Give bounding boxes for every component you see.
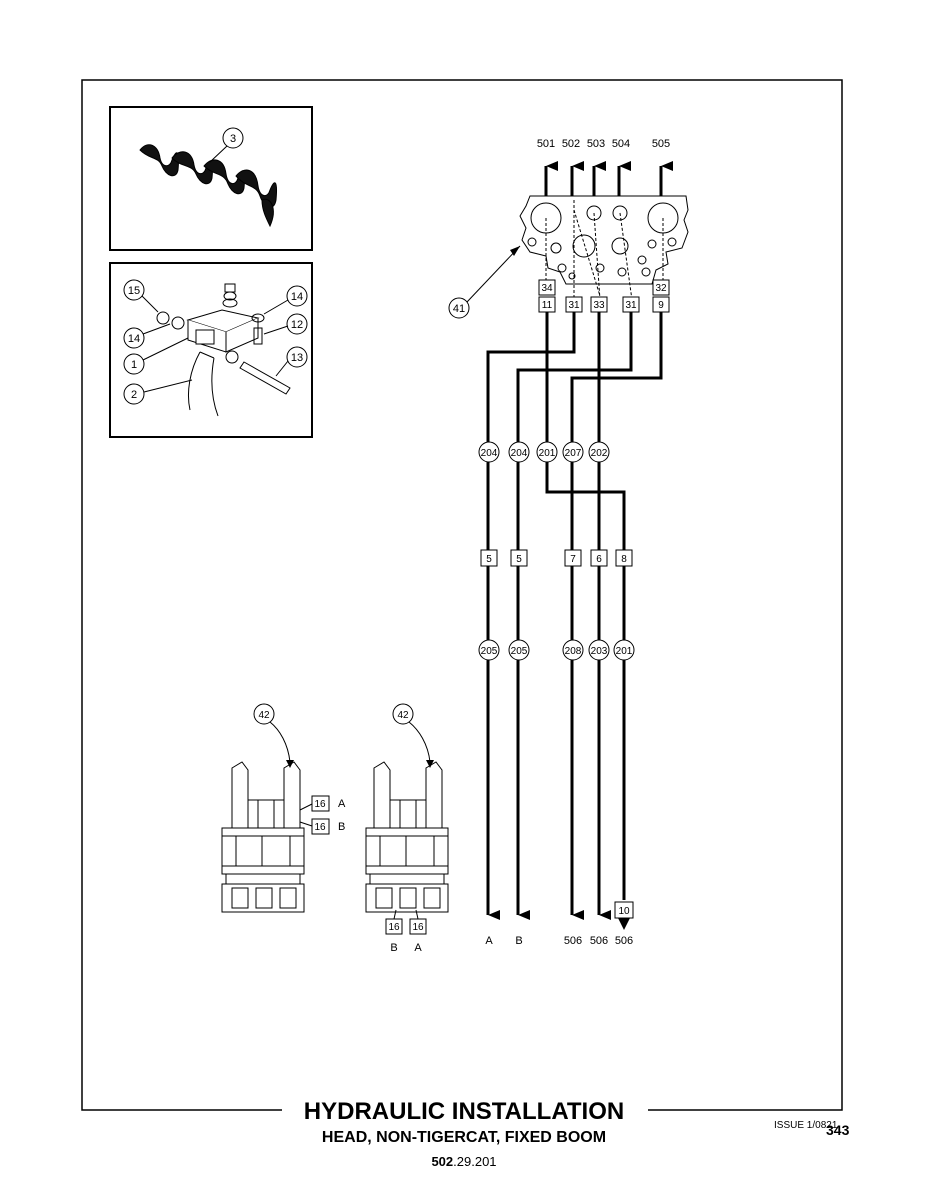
box-10: 10 [618, 906, 630, 917]
hose-205b: 205 [511, 646, 528, 657]
issue-date: ISSUE 1/0821 [774, 1120, 838, 1131]
spiral-wrap-drawing [139, 144, 277, 228]
rotator-bottom-label-b: B [390, 942, 397, 954]
hose-204a: 204 [481, 448, 498, 459]
bracket-callouts: 15 14 1 2 14 12 13 [123, 279, 308, 405]
line-labels-mid: 5 5 7 6 8 [480, 549, 633, 567]
callout-14a: 14 [128, 333, 140, 345]
doc-number: 502.29.201 [431, 1154, 496, 1169]
hose-204b: 204 [511, 448, 528, 459]
bottom-label-b: B [515, 935, 522, 947]
bottom-label-a: A [485, 935, 493, 947]
callout-2: 2 [131, 389, 137, 401]
side-label-b: B [338, 821, 345, 833]
hose-208: 208 [565, 646, 582, 657]
callout-42-right: 42 [397, 710, 409, 721]
hose-207: 207 [565, 448, 582, 459]
valve-block [519, 195, 689, 301]
doc-number-prefix: 502 [431, 1154, 453, 1169]
bracket-drawing [156, 283, 291, 417]
callout-13: 13 [291, 352, 303, 364]
hose-203: 203 [591, 646, 608, 657]
callout-1: 1 [131, 359, 137, 371]
hose-201b: 201 [616, 646, 633, 657]
port-505: 505 [652, 138, 670, 150]
box-16-right-a: 16 [412, 922, 424, 933]
fitting-33: 33 [593, 300, 605, 311]
bottom-label-506a: 506 [564, 935, 582, 947]
box-16-left-b: 16 [314, 822, 326, 833]
fitting-31b: 31 [625, 300, 637, 311]
rotator-left [221, 761, 305, 913]
bottom-label-506c: 506 [615, 935, 633, 947]
fitting-31a: 31 [568, 300, 580, 311]
page-subtitle: HEAD, NON-TIGERCAT, FIXED BOOM [322, 1129, 606, 1146]
port-503: 503 [587, 138, 605, 150]
line-label-7: 7 [570, 554, 576, 565]
port-501: 501 [537, 138, 555, 150]
bottom-port-labels: A B 506 506 506 [485, 935, 633, 947]
fitting-34: 34 [541, 283, 553, 294]
callout-3: 3 [230, 133, 236, 145]
callout-41: 41 [453, 303, 465, 315]
callout-15: 15 [128, 285, 140, 297]
hose-callouts-lower: 205 205 208 203 201 [478, 639, 635, 661]
page-title: HYDRAULIC INSTALLATION [304, 1098, 624, 1125]
inset-mounting-bracket: 15 14 1 2 14 12 13 [109, 262, 313, 438]
rotator-bottom-label-a: A [414, 942, 422, 954]
valve-fittings: 34 11 31 33 31 32 9 [538, 279, 670, 313]
fitting-11: 11 [542, 300, 553, 311]
callout-12: 12 [291, 319, 303, 331]
page-frame [81, 79, 843, 1111]
hose-callouts-upper: 204 204 201 207 202 [478, 441, 610, 463]
inset-spiral-wrap: 3 [109, 106, 313, 251]
hose-lines [486, 312, 663, 920]
box-16-left-a: 16 [314, 799, 326, 810]
side-label-a: A [338, 798, 346, 810]
box-16-right-b: 16 [388, 922, 400, 933]
doc-number-suffix: .29.201 [453, 1154, 496, 1169]
callout-42-left: 42 [258, 710, 270, 721]
line-label-5a: 5 [486, 554, 492, 565]
port-502: 502 [562, 138, 580, 150]
bottom-label-506b: 506 [590, 935, 608, 947]
line-label-6: 6 [596, 554, 602, 565]
line-label-8: 8 [621, 554, 627, 565]
valve-top-ports: 501 502 503 504 505 [537, 138, 673, 196]
page-number: 343 [826, 1122, 850, 1138]
hose-201a: 201 [539, 448, 556, 459]
callout-14b: 14 [291, 291, 303, 303]
hose-205a: 205 [481, 646, 498, 657]
fitting-9: 9 [658, 300, 664, 311]
port-504: 504 [612, 138, 630, 150]
rotator-right [365, 761, 449, 913]
line-label-5b: 5 [516, 554, 522, 565]
fitting-32: 32 [655, 283, 667, 294]
hose-202: 202 [591, 448, 608, 459]
